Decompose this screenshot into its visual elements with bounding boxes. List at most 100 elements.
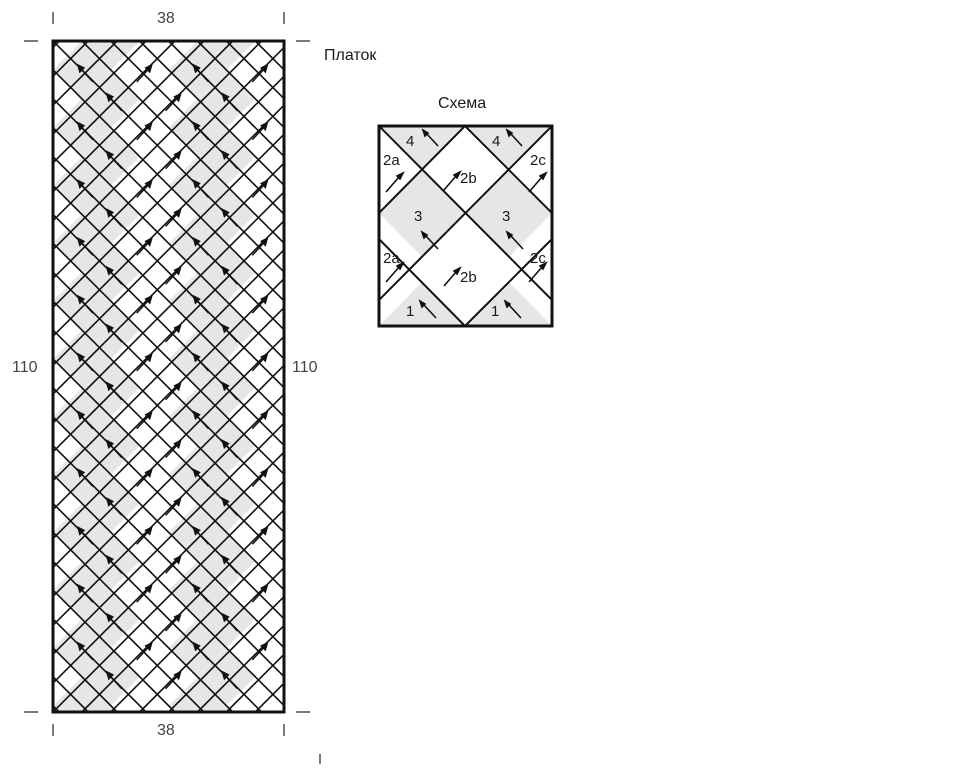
diagonal-line	[487, 41, 960, 712]
diagonal-line	[53, 41, 176, 165]
arrow-shaft	[224, 501, 238, 516]
arrow-head	[173, 150, 182, 161]
arrow-icon	[76, 121, 94, 141]
arrow-icon	[251, 352, 269, 372]
arrow-shaft	[109, 675, 123, 690]
arrow-shaft	[224, 97, 238, 112]
arrow-icon	[251, 641, 269, 661]
diagonal-line	[225, 41, 284, 100]
shaded-diamond	[104, 705, 118, 712]
diagonal-line	[53, 271, 284, 505]
arrow-head	[105, 207, 115, 218]
arrow-icon	[192, 121, 210, 141]
arrow-shaft	[251, 68, 265, 83]
arrow-icon	[221, 150, 238, 170]
arrow-icon	[505, 230, 524, 250]
diagonal-line	[631, 41, 960, 712]
diagonal-line	[139, 566, 284, 712]
arrow-head	[105, 265, 115, 276]
arrow-icon	[136, 583, 153, 603]
diagonal-line	[949, 41, 960, 712]
shawl-width-label-bottom: 38	[157, 722, 175, 739]
shaded-diamond	[0, 532, 24, 590]
diagonal-line	[544, 41, 960, 712]
diagonal-line	[53, 299, 284, 534]
arrow-icon	[105, 92, 123, 112]
diagonal-line	[53, 450, 284, 685]
diagonal-line	[53, 184, 284, 418]
shaded-diamond	[284, 388, 342, 446]
diagonal-line	[53, 133, 284, 367]
arrow-head	[192, 121, 201, 132]
arrow-icon	[136, 294, 153, 314]
arrow-icon	[251, 236, 269, 256]
arrow-icon	[528, 261, 548, 283]
arrow-shaft	[165, 386, 179, 401]
arrow-shaft	[165, 97, 179, 112]
diagonal-line	[631, 41, 960, 712]
scheme-outline	[377, 124, 554, 328]
arrow-shaft	[109, 444, 123, 459]
arrow-head	[76, 63, 86, 74]
shaded-diamond	[81, 41, 140, 70]
arrow-icon	[76, 179, 94, 199]
diagonal-line	[168, 595, 284, 712]
diagonal-line	[53, 242, 284, 476]
arrow-head	[192, 63, 201, 74]
arrow-shaft	[109, 559, 123, 574]
diagonal-line	[254, 682, 284, 712]
arrow-shaft	[195, 126, 210, 141]
arrow-icon	[221, 323, 238, 343]
arrow-shaft	[224, 675, 238, 690]
arrow-head	[76, 352, 86, 363]
arrow-head	[260, 583, 269, 594]
dimension-ticks	[24, 12, 321, 764]
diagonal-line	[53, 502, 263, 712]
shaded-diamond	[284, 619, 342, 677]
shaded-diamond	[284, 99, 342, 157]
diagonal-line	[81, 41, 284, 245]
diagonal-line	[53, 386, 284, 620]
diagonal-line	[53, 479, 284, 712]
arrow-shaft	[109, 270, 123, 285]
diagonal-line	[53, 68, 284, 303]
arrow-head	[260, 236, 269, 247]
scheme-tile-label: 4	[406, 133, 415, 150]
diagonal-line	[804, 41, 960, 712]
scheme-tile-label: 2a	[383, 250, 400, 267]
diagonal-line	[283, 41, 284, 42]
scheme-tile-label: 2c	[530, 152, 546, 169]
arrow-head	[192, 179, 201, 189]
arrow-shaft	[224, 617, 238, 632]
arrow-shaft	[224, 328, 238, 343]
shaded-diamond	[284, 503, 342, 561]
arrow-shaft	[195, 299, 210, 314]
arrow-icon	[76, 236, 94, 256]
arrow-head	[173, 612, 182, 623]
diagonal-line	[573, 41, 960, 712]
diagonal-line	[53, 422, 284, 656]
arrow-icon	[105, 150, 123, 170]
shawl-height-label-right: 110	[292, 359, 318, 376]
arrow-head	[221, 612, 230, 623]
shaded-diamond	[168, 676, 227, 712]
arrow-shaft	[165, 212, 179, 227]
arrow-head	[76, 294, 86, 305]
arrow-shaft	[251, 357, 265, 372]
diagonal-line	[544, 41, 960, 712]
shaded-diamond	[53, 0, 111, 41]
diagonal-line	[920, 41, 960, 712]
shaded-diamond	[284, 677, 342, 735]
arrow-head	[76, 236, 86, 247]
arrow-icon	[165, 323, 182, 343]
diagonal-line	[371, 41, 960, 712]
arrow-shaft	[80, 241, 94, 256]
arrow-icon	[221, 439, 238, 459]
diagonal-line	[254, 41, 284, 71]
arrow-head	[76, 121, 86, 132]
arrow-head	[260, 294, 269, 305]
arrow-shaft	[251, 241, 265, 256]
arrow-shaft	[251, 183, 265, 199]
arrow-icon	[76, 410, 94, 430]
arrow-head	[173, 323, 182, 334]
